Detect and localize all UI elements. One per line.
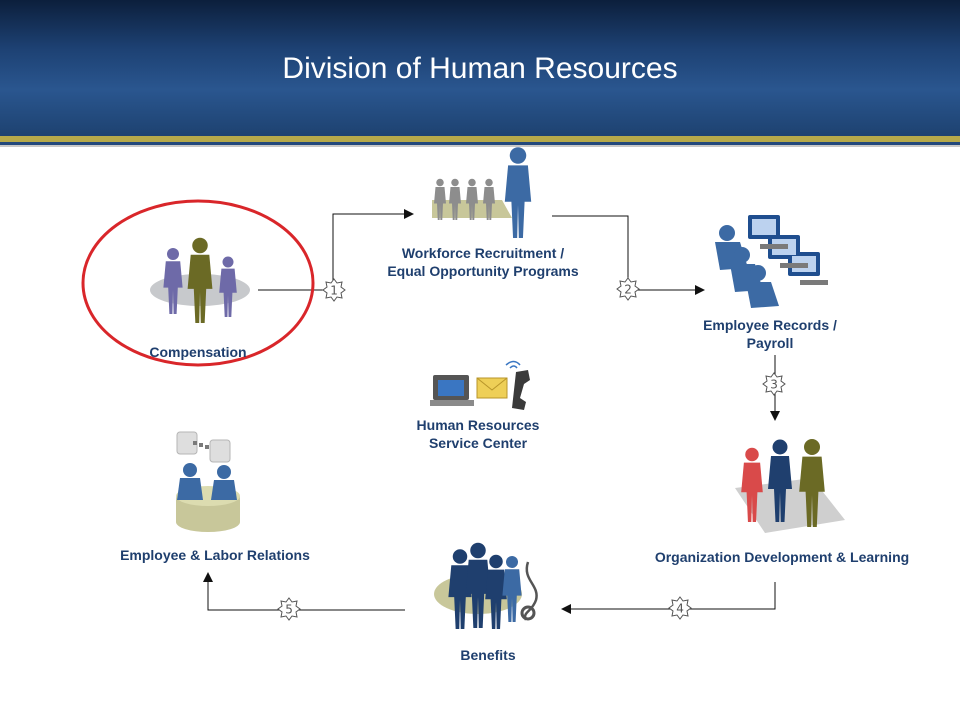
service-center-icon — [430, 360, 530, 410]
header-banner: Division of Human Resources — [0, 0, 960, 138]
org-dev-figures-icon — [735, 439, 845, 533]
step-badge-1: 1 — [322, 278, 346, 302]
service-center-label-line1: Human Resources — [416, 417, 540, 433]
records-computers-icon — [715, 215, 828, 308]
recruitment-label-line2: Equal Opportunity Programs — [387, 263, 579, 279]
labor-relations-label: Employee & Labor Relations — [85, 546, 345, 564]
header-gold-band — [0, 136, 960, 142]
connector-benefits-to-labor — [203, 572, 405, 611]
recruitment-label: Workforce Recruitment / Equal Opportunit… — [353, 244, 613, 280]
connector-compensation-to-recruitment — [258, 209, 414, 291]
compensation-label-text: Compensation — [149, 344, 247, 360]
recruitment-label-line1: Workforce Recruitment / — [401, 245, 565, 261]
records-label-line2: Payroll — [746, 335, 794, 351]
org-dev-label: Organization Development & Learning — [622, 548, 942, 566]
step-badge-4: 4 — [668, 596, 692, 620]
step-badge-3-text: 3 — [770, 378, 778, 392]
service-center-label-line2: Service Center — [428, 435, 528, 451]
connector-recruitment-to-records — [552, 215, 705, 295]
recruitment-figures-icon — [432, 147, 532, 238]
step-badge-5-text: 5 — [285, 603, 293, 617]
labor-relations-label-text: Employee & Labor Relations — [120, 547, 310, 563]
org-dev-label-text: Organization Development & Learning — [654, 549, 910, 565]
page-title: Division of Human Resources — [282, 52, 678, 85]
header-blue-band — [0, 142, 960, 145]
compensation-label: Compensation — [108, 343, 288, 361]
service-center-label: Human Resources Service Center — [378, 416, 578, 452]
labor-relations-icon — [176, 431, 240, 532]
benefits-figures-icon — [434, 542, 538, 629]
records-label: Employee Records / Payroll — [670, 316, 870, 352]
benefits-label: Benefits — [388, 646, 588, 664]
header-gray-band — [0, 145, 960, 147]
step-badge-2: 2 — [616, 277, 640, 301]
step-badge-3: 3 — [762, 372, 786, 396]
highlight-circle — [81, 199, 315, 367]
step-badge-1-text: 1 — [330, 284, 338, 298]
step-badge-2-text: 2 — [624, 283, 632, 297]
records-label-line1: Employee Records / — [703, 317, 837, 333]
benefits-label-text: Benefits — [460, 647, 516, 663]
compensation-figures-icon — [150, 237, 250, 323]
step-badge-5: 5 — [277, 597, 301, 621]
step-badge-4-text: 4 — [676, 602, 684, 616]
connector-orgdev-to-benefits — [561, 582, 776, 614]
